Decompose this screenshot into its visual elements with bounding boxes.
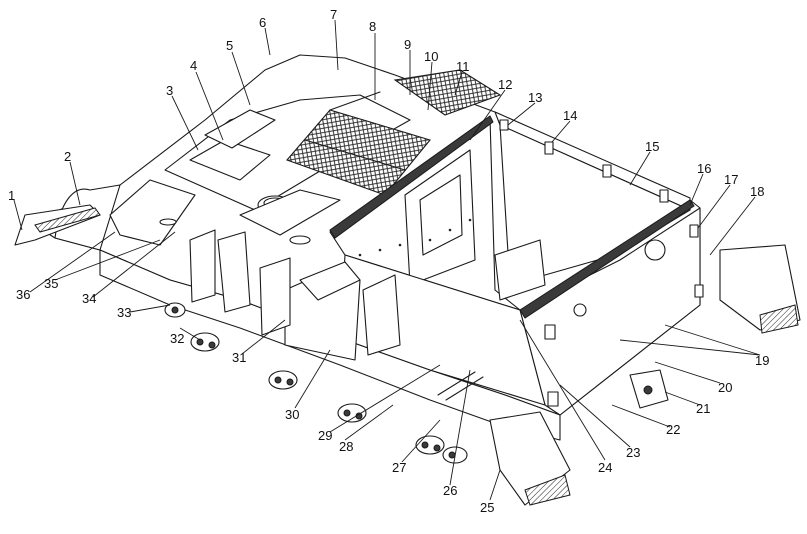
callout-8: 8 [369, 19, 376, 34]
callout-20: 20 [718, 380, 732, 395]
callout-9: 9 [404, 37, 411, 52]
callout-23: 23 [626, 445, 640, 460]
callout-25: 25 [480, 500, 494, 515]
callout-7: 7 [330, 7, 337, 22]
callout-1: 1 [8, 188, 15, 203]
callout-17: 17 [724, 172, 738, 187]
callout-14: 14 [563, 108, 577, 123]
callout-24: 24 [598, 460, 612, 475]
callout-34: 34 [82, 291, 96, 306]
deck-plate [239, 189, 341, 236]
callout-19: 19 [755, 353, 769, 368]
mount-2 [268, 370, 298, 390]
callout-18: 18 [750, 184, 764, 199]
callout-11: 11 [456, 59, 470, 74]
callout-26: 26 [443, 483, 457, 498]
callout-30: 30 [285, 407, 299, 422]
fenders [14, 204, 801, 506]
mount-4 [415, 435, 445, 455]
callout-33: 33 [117, 305, 131, 320]
callout-35: 35 [44, 276, 58, 291]
callout-15: 15 [645, 139, 659, 154]
callout-5: 5 [226, 38, 233, 53]
callout-16: 16 [697, 161, 711, 176]
callout-4: 4 [190, 58, 197, 73]
callout-2: 2 [64, 149, 71, 164]
callout-6: 6 [259, 15, 266, 30]
callout-31: 31 [232, 350, 246, 365]
callout-29: 29 [318, 428, 332, 443]
callout-21: 21 [696, 401, 710, 416]
rim-brackets [499, 119, 704, 407]
mount-3 [337, 403, 367, 423]
callout-3: 3 [166, 83, 173, 98]
callout-12: 12 [498, 77, 512, 92]
callout-32: 32 [170, 331, 184, 346]
callout-27: 27 [392, 460, 406, 475]
callout-36: 36 [16, 287, 30, 302]
callout-10: 10 [424, 49, 438, 64]
leader-lines [13, 19, 761, 501]
access-hatch-left [189, 139, 271, 181]
callout-labels: 1 2 3 4 5 6 7 8 9 10 11 12 13 14 15 16 1… [8, 7, 769, 515]
mount-front [164, 302, 186, 318]
callout-13: 13 [528, 90, 542, 105]
idler-mount [629, 369, 669, 409]
fighting-compartment [329, 111, 701, 416]
front-hatch [109, 179, 196, 246]
callout-22: 22 [666, 422, 680, 437]
stowage-boxes [189, 229, 546, 361]
callout-28: 28 [339, 439, 353, 454]
radiator-grilles [286, 69, 502, 196]
mount-1 [190, 332, 220, 352]
